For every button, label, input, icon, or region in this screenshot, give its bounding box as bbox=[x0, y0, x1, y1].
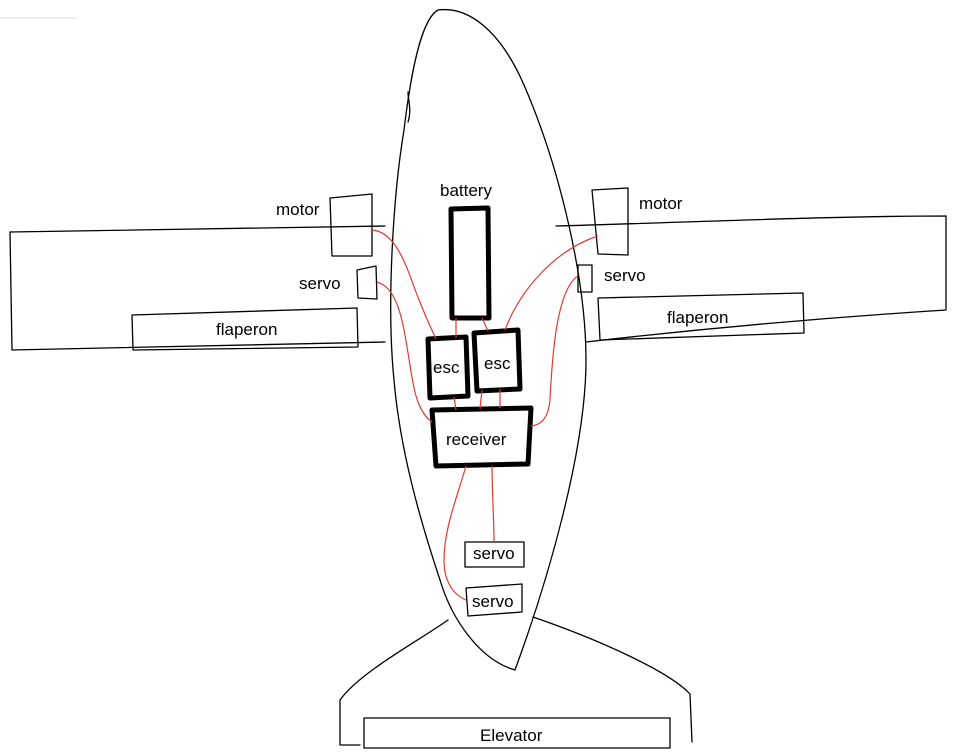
servo-right-label: servo bbox=[604, 266, 646, 285]
motor-left-box bbox=[329, 193, 373, 257]
elevator-box bbox=[363, 717, 671, 749]
right-wing-outline bbox=[555, 215, 947, 343]
wire-motor-right-esc bbox=[504, 235, 599, 331]
flaperon-right-box bbox=[597, 292, 805, 341]
receiver-label: receiver bbox=[446, 430, 507, 449]
servo-left-box bbox=[356, 265, 378, 300]
servo-tail-lower-box bbox=[465, 583, 523, 617]
motor-right-box bbox=[591, 187, 629, 256]
servo-tail-upper-label: servo bbox=[473, 544, 515, 563]
wire-battery-esc-right bbox=[481, 317, 489, 332]
battery-label: battery bbox=[440, 181, 492, 200]
wire-esc-left-receiver bbox=[453, 396, 457, 411]
esc-right-box bbox=[471, 327, 523, 394]
esc-left-box bbox=[425, 334, 471, 401]
receiver-box bbox=[429, 405, 534, 469]
wiring bbox=[371, 229, 599, 601]
servo-left-label: servo bbox=[299, 274, 341, 293]
motor-right-label: motor bbox=[639, 194, 683, 213]
wire-motor-left-esc bbox=[371, 229, 437, 340]
fuselage-outline bbox=[390, 8, 587, 671]
esc-left-label: esc bbox=[433, 358, 460, 377]
tail-outline bbox=[339, 616, 693, 746]
flaperon-right-label: flaperon bbox=[667, 308, 728, 327]
battery-box bbox=[448, 205, 492, 321]
fuselage-crease bbox=[407, 91, 411, 123]
esc-right-label: esc bbox=[484, 354, 511, 373]
wire-servo-left-receiver bbox=[376, 281, 433, 423]
servo-tail-lower-label: servo bbox=[472, 592, 514, 611]
servo-right-box bbox=[577, 264, 593, 293]
elevator-label: Elevator bbox=[480, 726, 543, 745]
flaperon-left-box bbox=[131, 307, 359, 351]
flaperon-left-label: flaperon bbox=[216, 320, 277, 339]
motor-left-label: motor bbox=[276, 200, 320, 219]
wire-esc-right-receiver bbox=[479, 389, 501, 410]
wire-servo-right-receiver bbox=[530, 275, 579, 427]
left-wing-outline bbox=[9, 225, 386, 351]
wire-receiver-tail-upper bbox=[491, 465, 495, 543]
wire-receiver-tail-lower bbox=[443, 465, 467, 601]
